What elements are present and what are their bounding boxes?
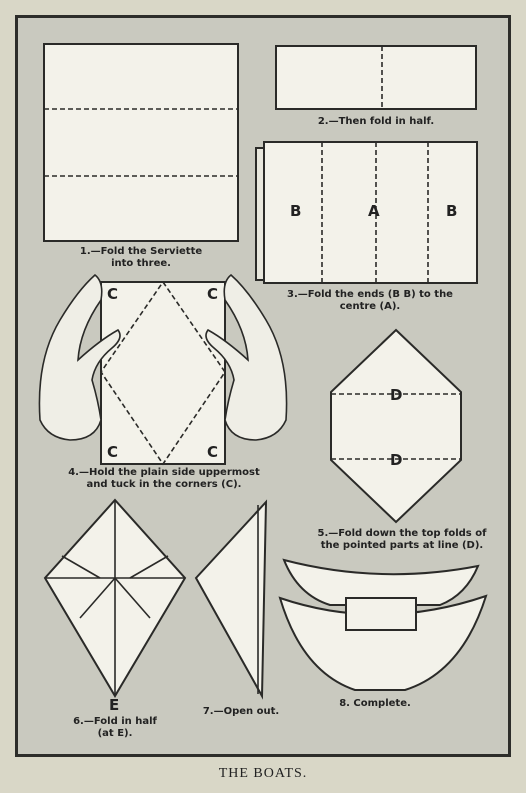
label-c-bottom-right: C [207,443,219,461]
label-c-top-right: C [207,285,219,303]
step4-napkin [100,281,226,465]
step2-caption: 2.—Then fold in half. [317,116,435,127]
label-c-top-left: C [107,285,119,303]
step7-shape [194,499,268,700]
step8-boat-back [282,558,480,606]
label-b-right: B [446,202,458,220]
step5-hexagon [330,328,462,524]
left-hand [38,273,121,441]
step2-napkin [275,45,477,110]
step3-napkin [263,141,478,284]
label-d-top: D [390,386,403,404]
step1-napkin [43,43,239,242]
step5-caption: 5.—Fold down the top folds of the pointe… [317,528,487,551]
label-b-left: B [290,202,302,220]
step6-caption: 6.—Fold in half (at E). [73,716,157,739]
right-hand [205,273,288,441]
step1-caption: 1.—Fold the Serviette into three. [79,246,203,269]
step7-caption: 7.—Open out. [202,706,280,717]
step8-caption: 8. Complete. [339,698,411,709]
plate-title: THE BOATS. [218,766,308,781]
label-a: A [368,202,380,220]
step8-boat-center [345,597,417,631]
label-c-bottom-left: C [107,443,119,461]
label-e: E [109,696,120,714]
step4-caption: 4.—Hold the plain side uppermost and tuc… [68,467,260,490]
step3-caption: 3.—Fold the ends (B B) to the centre (A)… [287,289,453,312]
label-d-bottom: D [390,451,403,469]
